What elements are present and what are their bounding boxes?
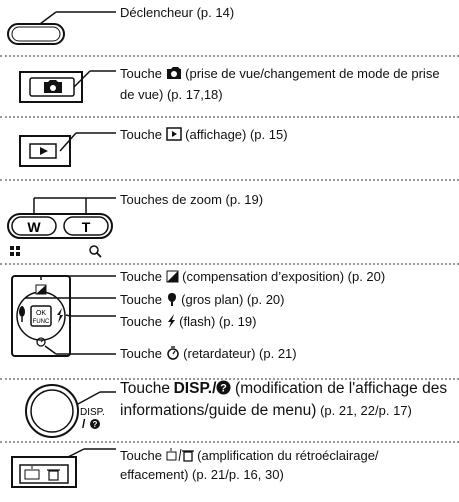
macro-description: Touche (gros plan) (p. 20) (120, 290, 285, 309)
separator (0, 116, 459, 118)
arrow-pad-diagram: OK FUNC (11, 275, 116, 357)
exposure-comp-description: Touche (compensation d’exposition) (p. 2… (120, 267, 385, 286)
touche-prefix: Touche (120, 346, 162, 361)
touche-prefix: Touche (120, 448, 162, 463)
self-timer-description: Touche (retardateur) (p. 21) (120, 344, 297, 363)
shooting-button-text: (prise de vue/changement de mode de pris… (120, 66, 440, 102)
touche-prefix: Touche (120, 66, 162, 81)
backlight-icon (24, 466, 40, 480)
exposure-comp-text: (compensation d’exposition) (p. 20) (182, 269, 386, 284)
macro-tulip-icon (167, 293, 176, 306)
disp-page-ref: (p. 21, 22/p. 17) (320, 403, 412, 418)
flash-text: (flash) (p. 19) (179, 314, 257, 329)
zoom-t-label: T (82, 219, 91, 235)
separator (0, 263, 459, 265)
self-timer-icon (166, 346, 179, 360)
separator (0, 441, 459, 443)
self-timer-text: (retardateur) (p. 21) (183, 346, 297, 361)
help-guide-icon (90, 419, 100, 429)
macro-tulip-icon (19, 306, 25, 322)
backlight-erase-button-diagram (11, 448, 116, 488)
disp-label: DISP. (173, 380, 213, 397)
separator (0, 378, 459, 380)
ok-label: OK (36, 310, 46, 317)
macro-text: (gros plan) (p. 20) (181, 292, 285, 307)
separator (0, 179, 459, 181)
zoom-label: Touches de zoom (p. 19) (120, 192, 264, 207)
play-icon (165, 127, 182, 141)
shooting-button-diagram (19, 70, 116, 103)
wide-grid-icon (10, 246, 20, 256)
flash-description: Touche (flash) (p. 19) (120, 312, 256, 331)
camera-icon (166, 67, 181, 79)
touche-prefix: Touche (120, 269, 162, 284)
backlight-erase-icon (166, 448, 194, 462)
touche-prefix: Touche (120, 314, 162, 329)
disp-description: Touche DISP./? (modification de l'affich… (120, 378, 456, 422)
exposure-compensation-icon (166, 270, 179, 283)
playback-button-description: Touche (affichage) (p. 15) (120, 125, 288, 144)
trash-icon (47, 469, 60, 481)
slash-separator: / (212, 380, 217, 397)
touche-prefix: Touche (120, 292, 162, 307)
func-label: FUNC (33, 319, 50, 325)
self-timer-icon (36, 337, 46, 347)
shooting-button-description: Touche (prise de vue/changement de mode … (120, 63, 450, 105)
exposure-compensation-icon (35, 284, 47, 295)
playback-button-diagram (19, 132, 116, 167)
touche-prefix: Touche (120, 380, 170, 397)
zoom-buttons-diagram: W T (7, 197, 116, 258)
shutter-button-diagram (7, 11, 116, 45)
playback-button-text: (affichage) (p. 15) (185, 127, 288, 142)
svg-text:?: ? (221, 383, 228, 395)
zoom-w-label: W (27, 219, 41, 235)
slash-separator: / (82, 417, 86, 431)
disp-button-diagram: DISP. / ? (25, 384, 116, 438)
help-guide-icon: ? (216, 380, 231, 395)
svg-text:?: ? (93, 420, 98, 429)
separator (0, 55, 459, 57)
disp-diagram-label: DISP. (80, 407, 105, 418)
disp-text: (modification de l'affichage des informa… (120, 380, 448, 419)
flash-icon (167, 314, 175, 328)
shutter-label: Déclencheur (p. 14) (120, 5, 235, 20)
touche-prefix: Touche (120, 127, 162, 142)
flash-icon (57, 308, 63, 323)
backlight-erase-description: Touche (amplification du rétroéclairage/… (120, 446, 450, 484)
backlight-erase-text: (amplification du rétroéclairage/ efface… (120, 448, 379, 482)
tele-magnifier-icon (89, 245, 102, 258)
